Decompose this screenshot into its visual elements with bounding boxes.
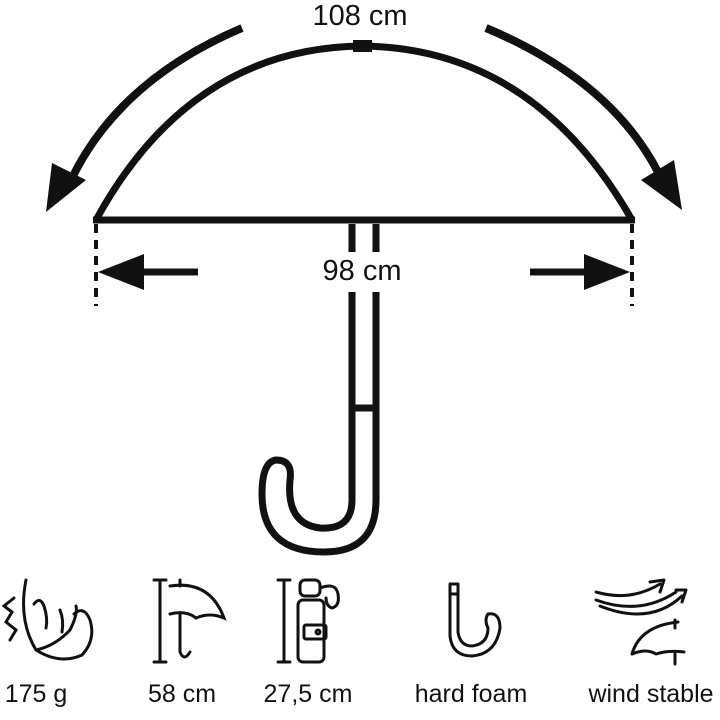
feather-icon xyxy=(1,578,94,661)
feature-handle-label: hard foam xyxy=(414,680,528,708)
j-handle-icon xyxy=(448,582,502,658)
feature-weight-label: 175 g xyxy=(4,680,68,708)
folded-umbrella-length-icon xyxy=(276,578,340,664)
arc-length-label: 108 cm xyxy=(312,0,408,32)
umbrella-tip xyxy=(353,40,372,52)
dimension-guides xyxy=(94,224,634,306)
arc-arrow-left xyxy=(46,24,244,212)
umbrella-shaft xyxy=(348,224,380,500)
diameter-arrow-right xyxy=(530,254,630,290)
umbrella-canopy xyxy=(92,42,636,224)
umbrella-handle xyxy=(258,456,380,556)
feature-folded-length-label: 27,5 cm xyxy=(263,680,353,708)
diameter-arrow-left xyxy=(98,254,198,290)
arc-arrow-right xyxy=(484,24,682,210)
wind-umbrella-icon xyxy=(594,578,688,666)
diameter-label: 98 cm xyxy=(322,255,402,287)
open-umbrella-length-icon xyxy=(152,578,227,664)
feature-open-length-label: 58 cm xyxy=(147,680,217,708)
feature-wind-label: wind stable xyxy=(588,680,714,708)
